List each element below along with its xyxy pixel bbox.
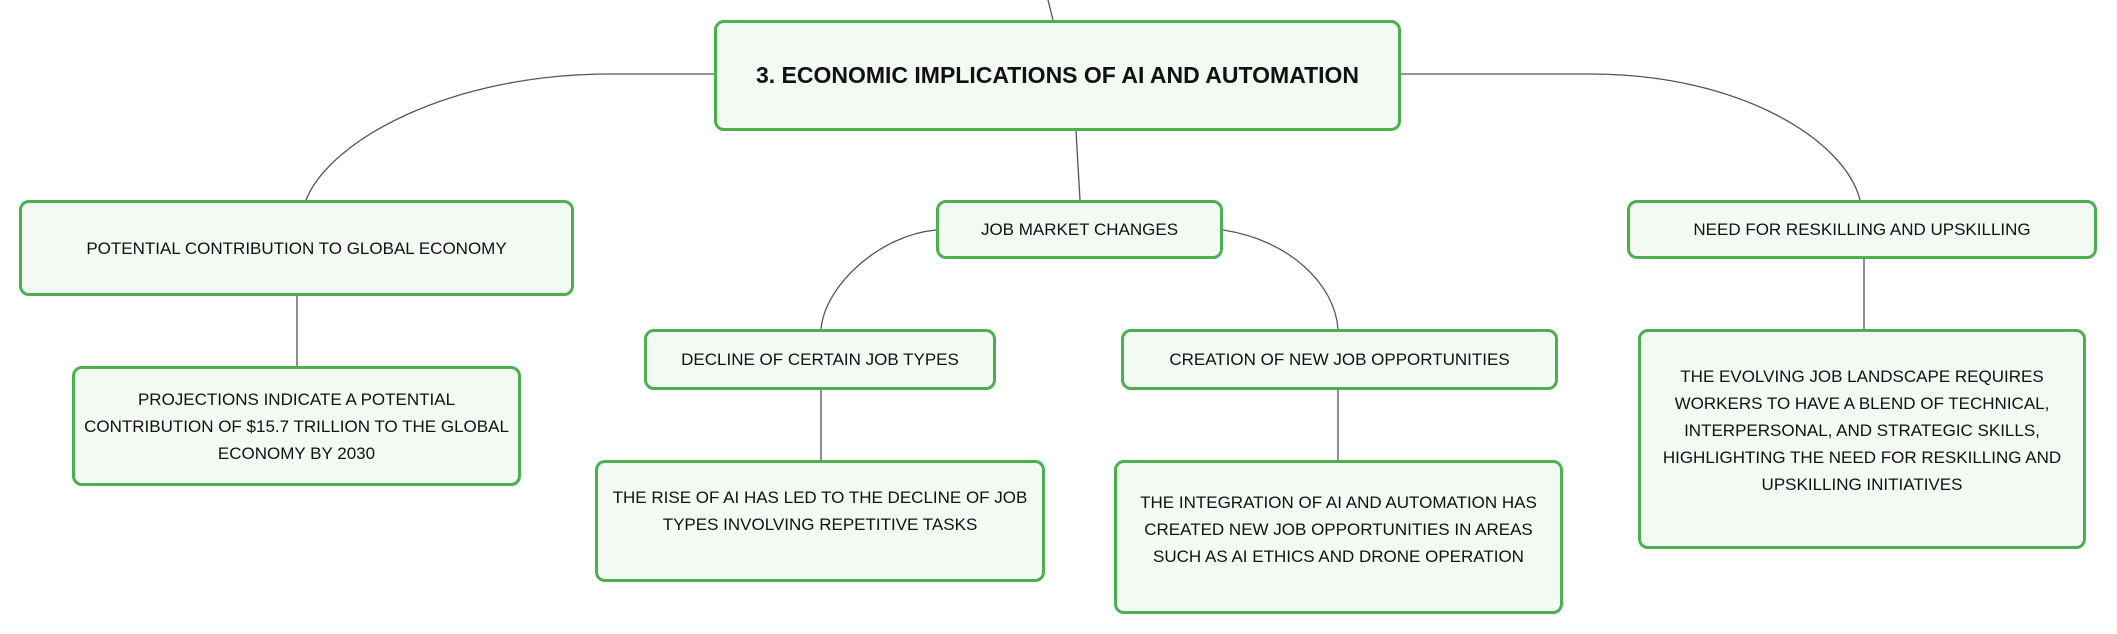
creation-detail-node[interactable]: THE INTEGRATION OF AI AND AUTOMATION HAS… <box>1114 460 1563 614</box>
node-label: JOB MARKET CHANGES <box>980 220 1179 239</box>
connector-root-reskilling <box>1401 73 1861 201</box>
connector-parent-root <box>1047 0 1054 21</box>
node-label: THE EVOLVING JOB LANDSCAPE REQUIRES WORK… <box>1662 366 2062 494</box>
reskilling-detail-node[interactable]: THE EVOLVING JOB LANDSCAPE REQUIRES WORK… <box>1638 329 2086 549</box>
node-label: CREATION OF NEW JOB OPPORTUNITIES <box>1169 350 1510 369</box>
node-label: POTENTIAL CONTRIBUTION TO GLOBAL ECONOMY <box>86 238 507 258</box>
root-label: 3. ECONOMIC IMPLICATIONS OF AI AND AUTOM… <box>755 62 1360 88</box>
potential-contribution-detail-node[interactable]: PROJECTIONS INDICATE A POTENTIAL CONTRIB… <box>72 366 521 486</box>
node-label: THE RISE OF AI HAS LED TO THE DECLINE OF… <box>612 488 1028 534</box>
root-node[interactable]: 3. ECONOMIC IMPLICATIONS OF AI AND AUTOM… <box>714 20 1401 131</box>
potential-contribution-node[interactable]: POTENTIAL CONTRIBUTION TO GLOBAL ECONOMY <box>19 200 574 296</box>
node-label: PROJECTIONS INDICATE A POTENTIAL CONTRIB… <box>84 389 509 463</box>
decline-job-types-node[interactable]: DECLINE OF CERTAIN JOB TYPES <box>644 329 996 390</box>
connector-root-jobmarket <box>1075 130 1081 201</box>
node-label: THE INTEGRATION OF AI AND AUTOMATION HAS… <box>1140 492 1537 566</box>
connector-jobmarket-creation <box>1222 229 1339 330</box>
reskilling-upskilling-node[interactable]: NEED FOR RESKILLING AND UPSKILLING <box>1627 200 2097 259</box>
node-label: DECLINE OF CERTAIN JOB TYPES <box>681 350 959 369</box>
decline-detail-node[interactable]: THE RISE OF AI HAS LED TO THE DECLINE OF… <box>595 460 1045 582</box>
job-market-changes-node[interactable]: JOB MARKET CHANGES <box>936 200 1223 259</box>
connector-jobmarket-decline <box>820 229 937 330</box>
connector-root-potential <box>305 73 714 201</box>
creation-job-opportunities-node[interactable]: CREATION OF NEW JOB OPPORTUNITIES <box>1121 329 1558 390</box>
node-label: NEED FOR RESKILLING AND UPSKILLING <box>1693 220 2031 239</box>
